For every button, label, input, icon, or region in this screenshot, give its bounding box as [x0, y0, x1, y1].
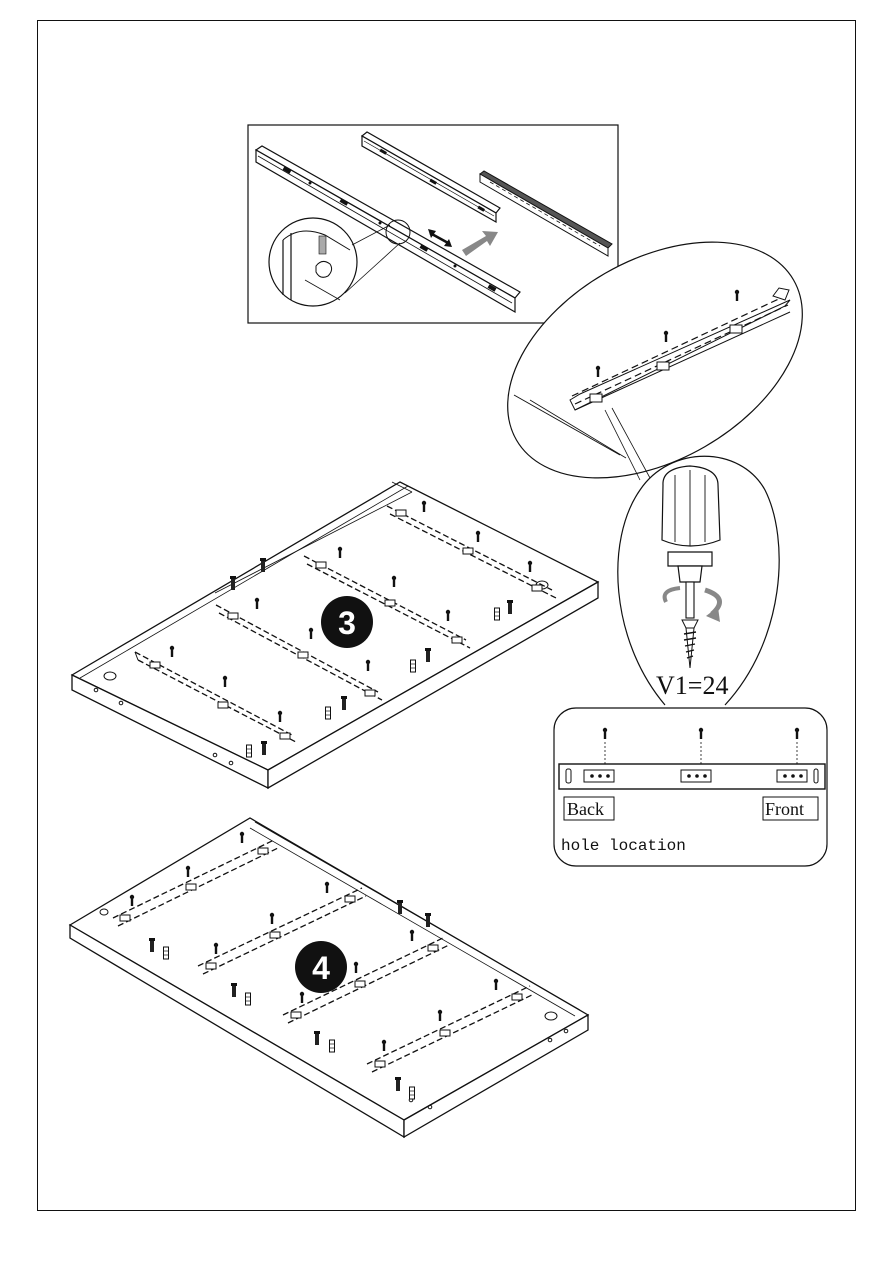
step-number: 4	[312, 950, 330, 986]
hole-location-panel: Back Front hole location	[554, 708, 827, 866]
slide-detail-panel	[248, 125, 618, 323]
hole-location-caption: hole location	[561, 837, 686, 855]
step-4-panel: 4	[70, 818, 588, 1137]
screw-callout: V1=24	[618, 456, 779, 705]
step-3-panel: 3	[72, 482, 598, 788]
step-number: 3	[338, 605, 356, 641]
drawer-slide-icon	[559, 764, 825, 789]
front-label: Front	[765, 799, 804, 819]
screw-count-label: V1=24	[656, 671, 728, 700]
back-label: Back	[567, 799, 604, 819]
